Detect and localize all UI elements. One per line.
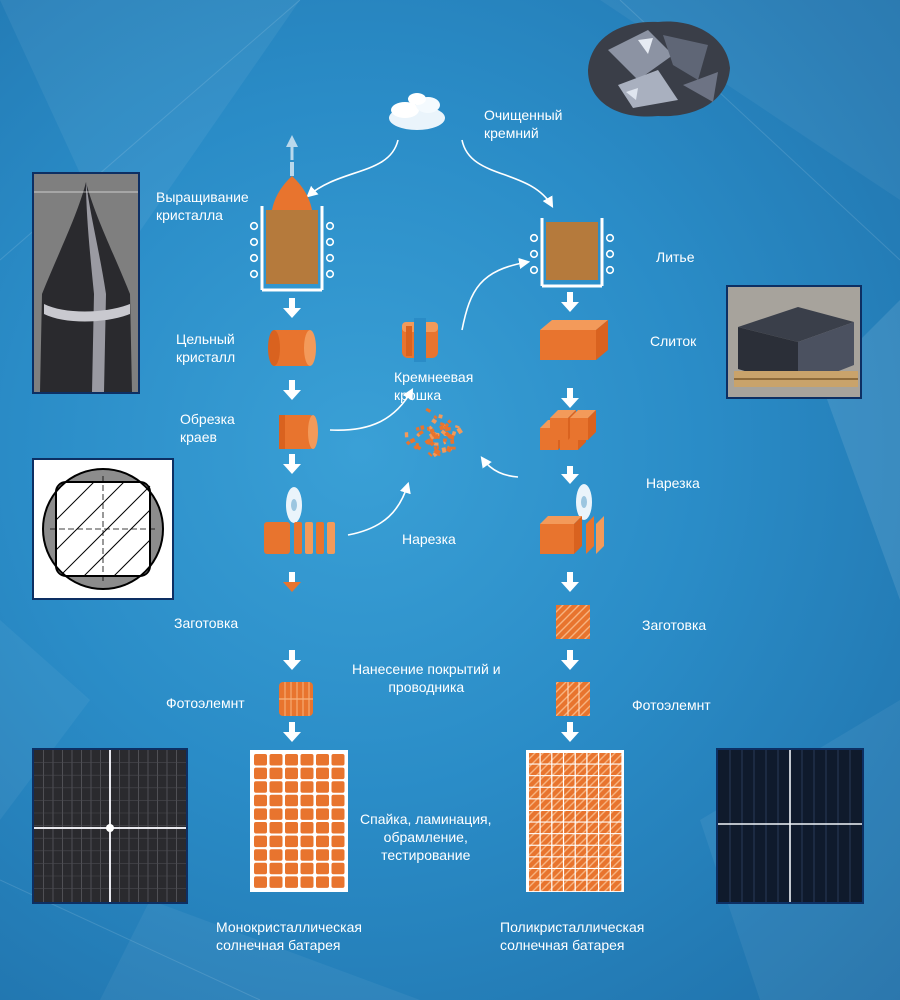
arrow-to-growth: [306, 139, 399, 198]
mono-solar-panel-photo: [32, 748, 188, 904]
ingot-block-icon: [540, 320, 608, 360]
mono-crystal-ingot-photo: [32, 172, 140, 394]
down-arrow: [561, 572, 579, 592]
poly-cell-icon: [556, 682, 590, 716]
label-blank-left: Заготовка: [174, 615, 239, 631]
mono-cell-icon: [279, 682, 313, 716]
down-arrow: [561, 722, 579, 742]
silicon-powder-icon: [389, 93, 445, 130]
down-arrow: [250, 218, 624, 892]
down-arrow: [561, 292, 579, 312]
crumb-chunk-icon: [402, 318, 438, 362]
arrow-crumb-to-casting: [461, 257, 531, 331]
trimmed-crystal-icon: [279, 415, 318, 449]
poly-ingot-photo: [726, 285, 862, 399]
label-cell-left: Фотоэлемнт: [166, 695, 245, 711]
down-arrow: [561, 388, 579, 408]
casting-furnace-icon: [529, 218, 615, 288]
down-arrow: [283, 380, 301, 400]
mono-panel-icon: [250, 750, 348, 892]
down-arrow: [283, 722, 301, 742]
down-arrow: [561, 650, 579, 670]
diced-blocks-icon: [540, 410, 596, 450]
arrow-trim-to-crumb: [329, 388, 414, 431]
wafer-slicing-icon: [264, 487, 335, 554]
label-slicing-center: Нарезка: [402, 531, 456, 547]
slicing-scheme-photo: [32, 458, 174, 600]
poly-panel-icon: [526, 750, 624, 892]
label-assembly: Спайка, ламинация,обрамление,тестировани…: [360, 811, 492, 863]
arrow-to-casting: [461, 139, 554, 208]
poly-blank-icon: [556, 605, 590, 639]
silicon-rock-photo: [578, 10, 738, 125]
down-arrow: [561, 466, 579, 484]
crystal-growth-furnace-icon: [249, 176, 335, 292]
label-blank-right: Заготовка: [642, 617, 707, 633]
poly-slicing-icon: [540, 484, 604, 554]
label-ingot: Слиток: [650, 333, 697, 349]
label-slicing-right: Нарезка: [646, 475, 700, 491]
silicon-crumb-particles-icon: [404, 407, 463, 458]
down-arrow: [283, 298, 301, 318]
label-cell-right: Фотоэлемнт: [632, 697, 711, 713]
arrow-poly-slice-to-crumb: [480, 456, 519, 478]
label-casting: Литье: [656, 249, 695, 265]
single-crystal-cylinder-icon: [268, 330, 316, 366]
arrow-slice-to-crumb: [347, 481, 411, 536]
down-arrow: [283, 650, 301, 670]
down-arrow: [283, 454, 301, 474]
pull-up-arrow: [286, 135, 298, 176]
poly-solar-panel-photo: [716, 748, 864, 904]
